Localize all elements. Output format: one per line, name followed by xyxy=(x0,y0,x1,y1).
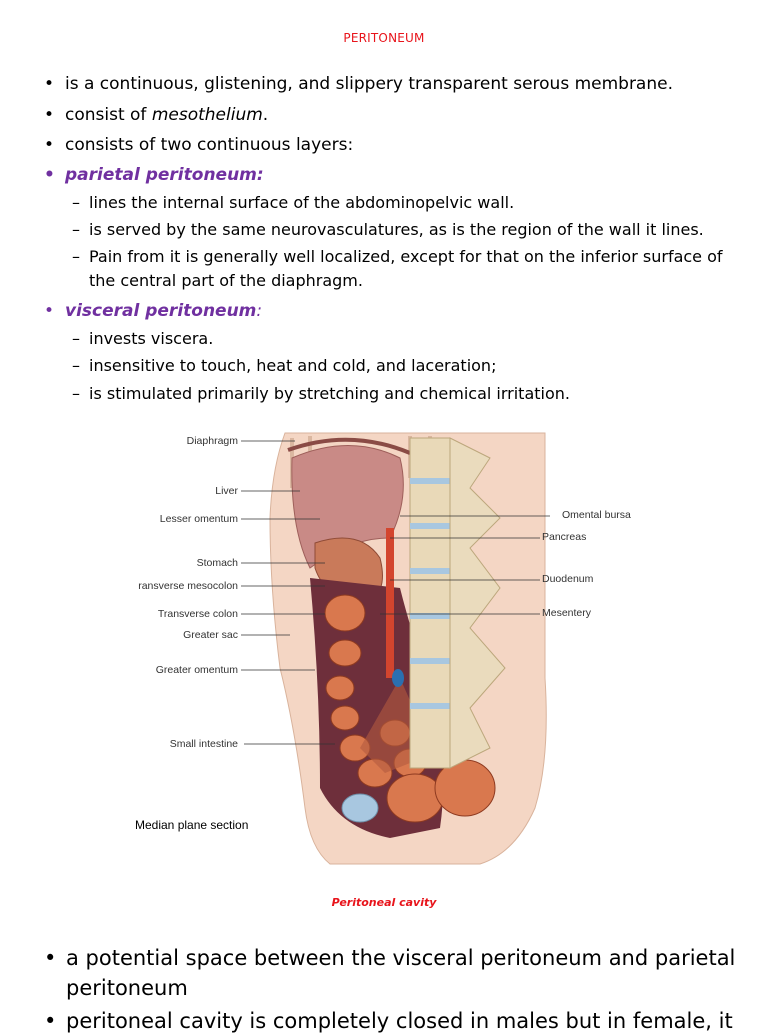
peritoneum-median-section-figure: Diaphragm Liver Lesser omentum Stomach r… xyxy=(135,432,550,865)
label-duodenum: Duodenum xyxy=(542,573,594,585)
dash: – xyxy=(72,220,80,239)
label-greater-omentum: Greater omentum xyxy=(156,664,239,676)
vertebral-column xyxy=(409,437,506,769)
visceral-heading-colon: : xyxy=(256,301,263,321)
cavity-bullet-text: a potential space between the visceral p… xyxy=(66,946,736,1000)
label-liver: Liver xyxy=(215,485,238,497)
bullet-dot: • xyxy=(44,74,55,94)
bullet-dot: • xyxy=(44,105,55,125)
label-stomach: Stomach xyxy=(197,557,239,569)
bullet-dot: • xyxy=(44,165,55,185)
bullet-dot: • xyxy=(44,946,57,970)
dash: – xyxy=(72,356,80,375)
leader-lines-left xyxy=(241,440,335,745)
dash: – xyxy=(72,384,80,403)
parietal-item-text: is served by the same neurovasculatures,… xyxy=(89,220,704,239)
page-title: PERITONEUM xyxy=(343,31,425,45)
label-pancreas: Pancreas xyxy=(542,531,587,543)
label-transverse-mesocolon: ransverse mesocolon xyxy=(138,580,238,592)
bullet-text-part: consist of xyxy=(65,105,152,125)
bullet-text: consists of two continuous layers: xyxy=(65,135,354,155)
small-intestine-loops xyxy=(324,594,496,823)
visceral-heading-term: visceral peritoneum xyxy=(65,301,257,321)
diaphragm-shape xyxy=(287,437,411,455)
bullet-text-part: . xyxy=(262,105,269,125)
label-mesentery: Mesentery xyxy=(542,607,592,619)
label-greater-sac: Greater sac xyxy=(183,629,238,641)
figure-caption: Peritoneal cavity xyxy=(331,896,437,909)
label-transverse-colon: Transverse colon xyxy=(158,608,238,620)
aorta-vessel xyxy=(386,528,394,678)
parietal-item-text: Pain from it is generally well localized… xyxy=(89,247,723,290)
bullet-text: is a continuous, glistening, and slipper… xyxy=(65,74,673,94)
bullet-dot: • xyxy=(44,1009,57,1033)
bullet-dot: • xyxy=(44,301,55,321)
bullet-italic-term: mesothelium xyxy=(151,105,263,125)
visceral-item-text: is stimulated primarily by stretching an… xyxy=(89,384,570,403)
bullet-dot: • xyxy=(44,135,55,155)
visceral-item-text: insensitive to touch, heat and cold, and… xyxy=(89,356,497,375)
dash: – xyxy=(72,329,80,348)
leader-lines-right xyxy=(380,515,550,615)
label-lesser-omentum: Lesser omentum xyxy=(160,513,238,525)
bullet-text: consist of mesothelium. xyxy=(65,104,268,126)
visceral-item-text: invests viscera. xyxy=(89,329,214,348)
label-omental-bursa: Omental bursa xyxy=(562,509,631,521)
label-median-plane-section: Median plane section xyxy=(135,818,248,832)
vessel-cross-section xyxy=(392,669,404,687)
dash: – xyxy=(72,193,80,212)
label-small-intestine: Small intestine xyxy=(170,738,238,750)
label-diaphragm: Diaphragm xyxy=(187,435,239,447)
parietal-item-text: lines the internal surface of the abdomi… xyxy=(89,193,515,212)
cavity-bullet-text: peritoneal cavity is completely closed i… xyxy=(66,1009,733,1033)
visceral-heading-text: visceral peritoneum: xyxy=(65,300,262,322)
parietal-heading-text: parietal peritoneum: xyxy=(65,165,264,185)
bladder-shape xyxy=(341,793,379,823)
dash: – xyxy=(72,247,80,266)
